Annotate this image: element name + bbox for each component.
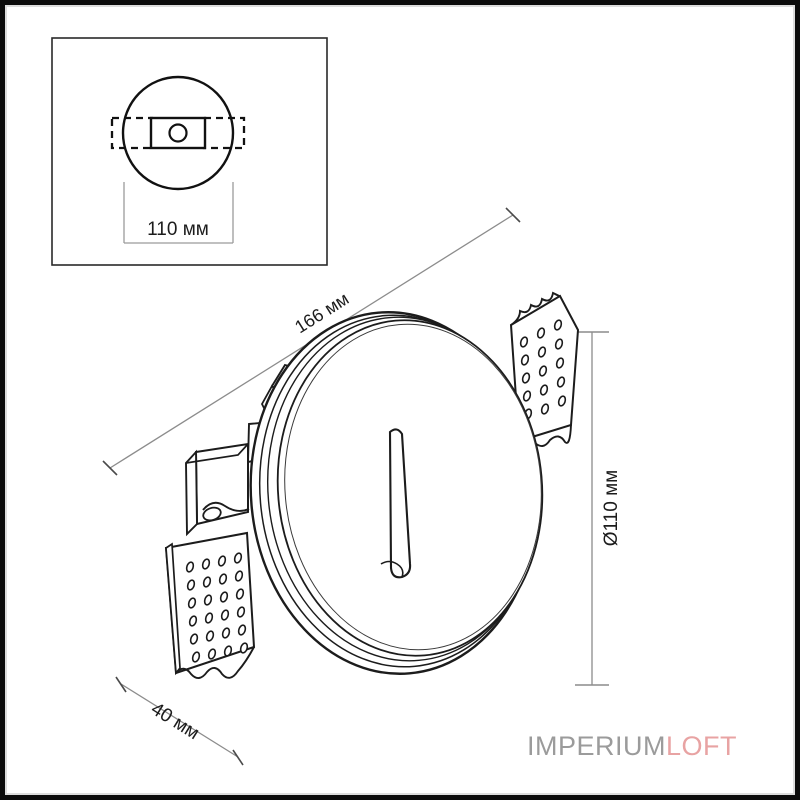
light-slot [380, 428, 412, 579]
dimension-diameter-110 [575, 331, 609, 686]
watermark-loft: LOFT [666, 731, 738, 761]
inset-top-view [51, 37, 328, 266]
flange-lower-left [164, 531, 256, 679]
watermark-imperium: IMPERIUM [527, 731, 666, 761]
product-isometric-view [164, 291, 580, 679]
driver-box-top-edge [185, 443, 249, 464]
disc-face-ring [284, 323, 542, 651]
inset-dimension-label: 110 мм [147, 219, 209, 240]
dimension-166-tick-end [505, 207, 521, 223]
flange-upper-right-jagged-edge [510, 291, 562, 326]
light-slot-bottom-detail [380, 560, 404, 578]
inset-mounting-hole [168, 123, 188, 143]
dimension-110-label: Ø110 мм [601, 470, 622, 546]
flange-lower-left-edge [165, 542, 181, 676]
dimension-40-tick-start [115, 676, 127, 693]
dimension-40 [115, 676, 244, 766]
spring-clip-loop [202, 506, 222, 522]
driver-box-side [185, 449, 198, 537]
watermark-logo: IMPERIUMLOFT [527, 731, 737, 762]
dimension-166-tick-start [102, 460, 118, 476]
light-slot-outline [388, 428, 412, 579]
dimension-40-line [120, 683, 239, 758]
disc-face [276, 319, 544, 657]
dimension-40-tick-end [232, 749, 244, 766]
spring-clip-wire [202, 501, 250, 512]
inset-center-rect [149, 116, 207, 150]
dimension-40-label: 40 мм [147, 699, 203, 745]
flange-lower-left-wavy-edge [175, 646, 255, 679]
